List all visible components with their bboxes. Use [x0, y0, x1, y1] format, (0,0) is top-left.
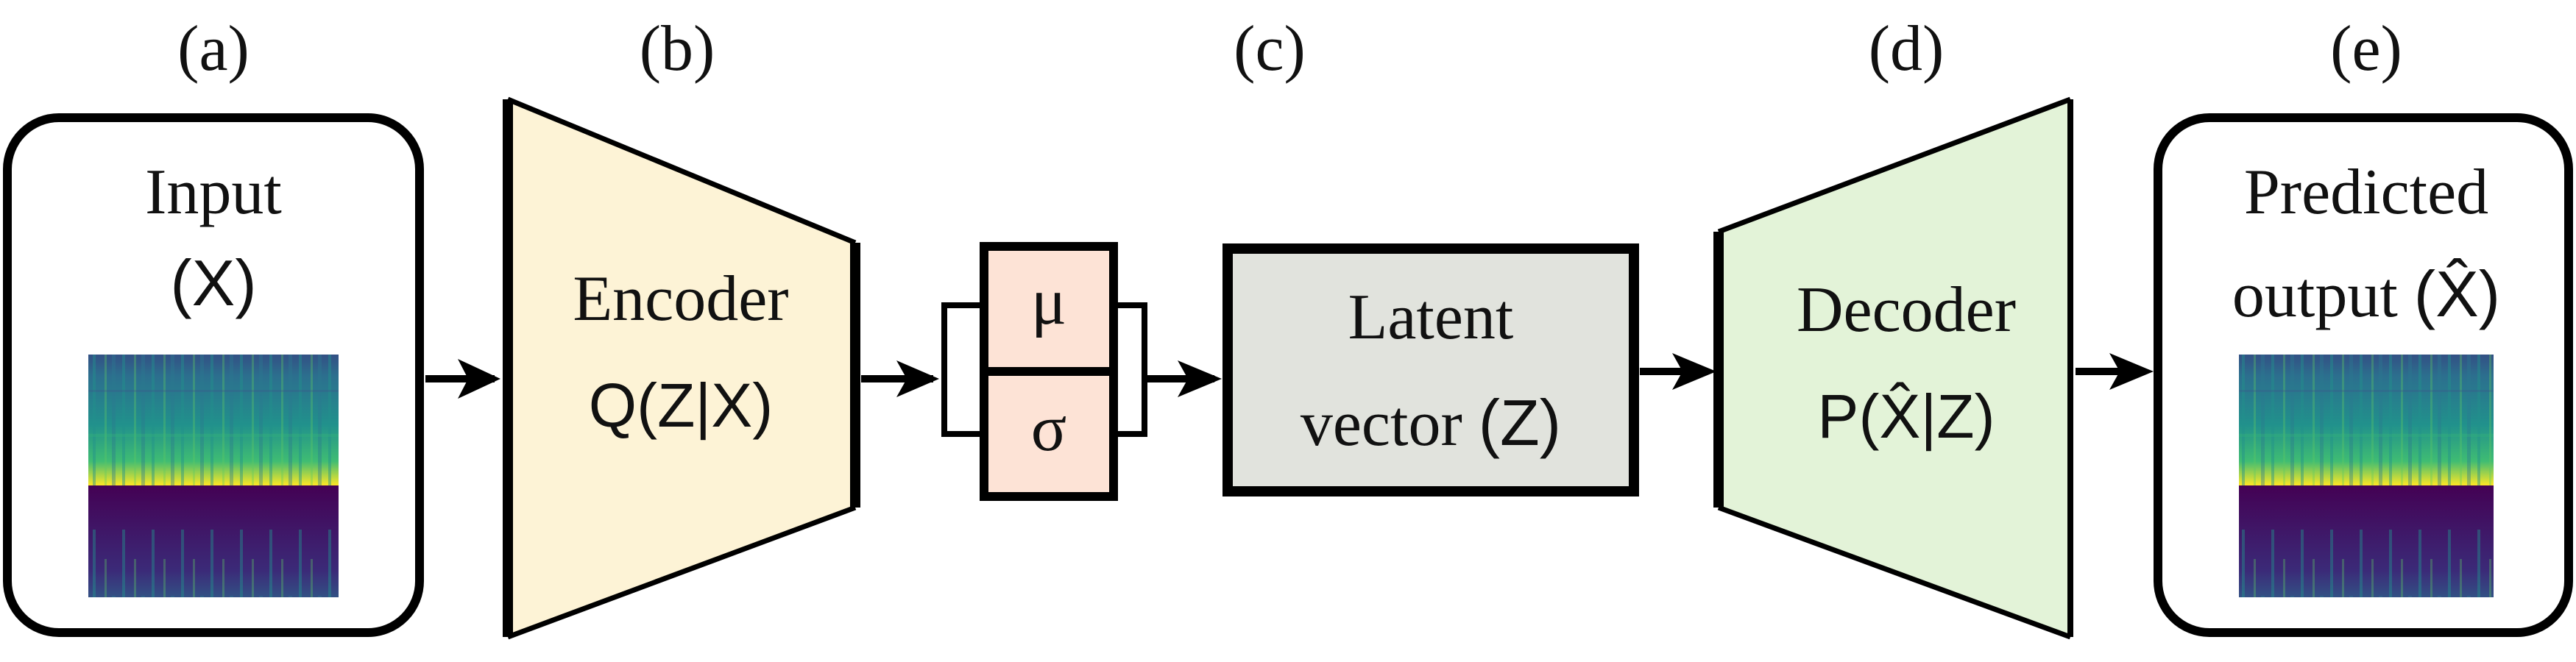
- decoder-formula: P(X̂|Z): [1817, 382, 1995, 451]
- mu-symbol: μ: [1031, 266, 1066, 338]
- encoder-block: Encoder Q(Z|X): [503, 96, 860, 640]
- sigma-box: [980, 367, 1118, 501]
- input-label: Input: [145, 157, 282, 228]
- input-variable: (X): [170, 246, 256, 319]
- arrow-right-icon: [458, 359, 500, 399]
- sigma-symbol: σ: [1031, 392, 1067, 465]
- arrow-right-icon: [1178, 360, 1222, 397]
- output-box: Predicted output (X̂): [2154, 113, 2573, 637]
- decoder-name: Decoder: [1797, 274, 2016, 346]
- latent-block: Latent vector (Z): [1222, 243, 1639, 496]
- output-word: output: [2232, 260, 2398, 331]
- mu-box: [980, 242, 1118, 376]
- input-spectrogram-image: [88, 355, 339, 597]
- decoder-block: Decoder P(X̂|Z): [1713, 96, 2073, 640]
- input-box: Input (X): [3, 113, 424, 637]
- encoder-formula: Q(Z|X): [589, 371, 773, 440]
- panel-label-a: (a): [177, 13, 250, 85]
- latent-word: vector: [1301, 388, 1462, 460]
- output-sublabel: output (X̂): [2232, 257, 2500, 331]
- output-spectrogram-image: [2239, 355, 2494, 597]
- encoder-name: Encoder: [573, 263, 788, 335]
- panel-label-d: (d): [1869, 13, 1945, 85]
- panel-label-c: (c): [1234, 13, 1306, 85]
- latent-sublabel: vector (Z): [1301, 386, 1561, 460]
- arrow-right-icon: [2109, 353, 2154, 390]
- latent-variable: (Z): [1479, 386, 1561, 459]
- distribution-block: μ σ: [941, 242, 1147, 501]
- output-variable: (X̂): [2414, 257, 2500, 330]
- panel-label-b: (b): [640, 13, 715, 85]
- arrow-right-icon: [1672, 353, 1716, 390]
- output-label: Predicted: [2244, 157, 2488, 228]
- arrow-right-icon: [896, 360, 939, 397]
- panel-label-e: (e): [2330, 13, 2402, 85]
- latent-label: Latent: [1348, 282, 1514, 353]
